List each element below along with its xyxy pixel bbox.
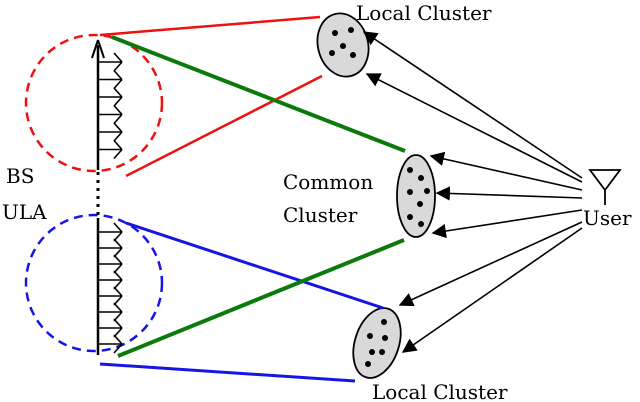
user-arrows [362, 31, 583, 353]
green-path-1 [111, 35, 406, 153]
antenna-element [98, 318, 123, 338]
upper-subarray-circle [24, 33, 164, 173]
local-cluster-bottom [352, 307, 402, 379]
antenna-element [98, 222, 123, 242]
blue-path-1 [125, 221, 384, 310]
common-cluster-label-line1: Common [283, 170, 373, 194]
antenna-element [98, 302, 123, 322]
antenna-element [98, 139, 123, 160]
antenna-element [98, 87, 123, 107]
bs-label: BS [6, 164, 34, 188]
common-cluster-label-line2: Cluster [283, 203, 358, 227]
user-label: User [583, 206, 632, 230]
antenna-element [98, 122, 123, 142]
local-cluster-top-label: Local Cluster [356, 1, 492, 25]
red-path-2 [125, 74, 323, 178]
arrow-to-common-2 [435, 186, 583, 201]
antenna-element [98, 104, 123, 125]
local-cluster-top [316, 12, 370, 78]
green-path-2 [117, 238, 405, 358]
ula-label: ULA [2, 200, 47, 224]
ula-antenna-array-icon [98, 52, 123, 354]
antenna-element [98, 286, 123, 306]
antenna-element [98, 334, 123, 354]
antenna-element [98, 254, 123, 274]
antenna-icon [588, 169, 622, 205]
arrow-to-local-top-2 [365, 73, 583, 183]
ula-arrow-head [91, 39, 105, 59]
antenna-element [98, 270, 123, 290]
common-cluster [396, 154, 436, 238]
arrow-to-common-1 [429, 151, 583, 191]
arrow-to-local-bottom-1 [398, 221, 583, 307]
antenna-element [98, 238, 123, 258]
lower-subarray-circle [24, 213, 164, 353]
blue-path-2 [99, 362, 356, 383]
local-cluster-bottom-label: Local Cluster [372, 380, 508, 402]
arrow-to-local-top-1 [362, 31, 583, 179]
antenna-element [98, 52, 123, 72]
red-path-1 [99, 15, 321, 37]
antenna-element [98, 69, 123, 90]
arrow-to-local-bottom-2 [401, 227, 583, 353]
arrow-to-common-3 [431, 209, 583, 239]
